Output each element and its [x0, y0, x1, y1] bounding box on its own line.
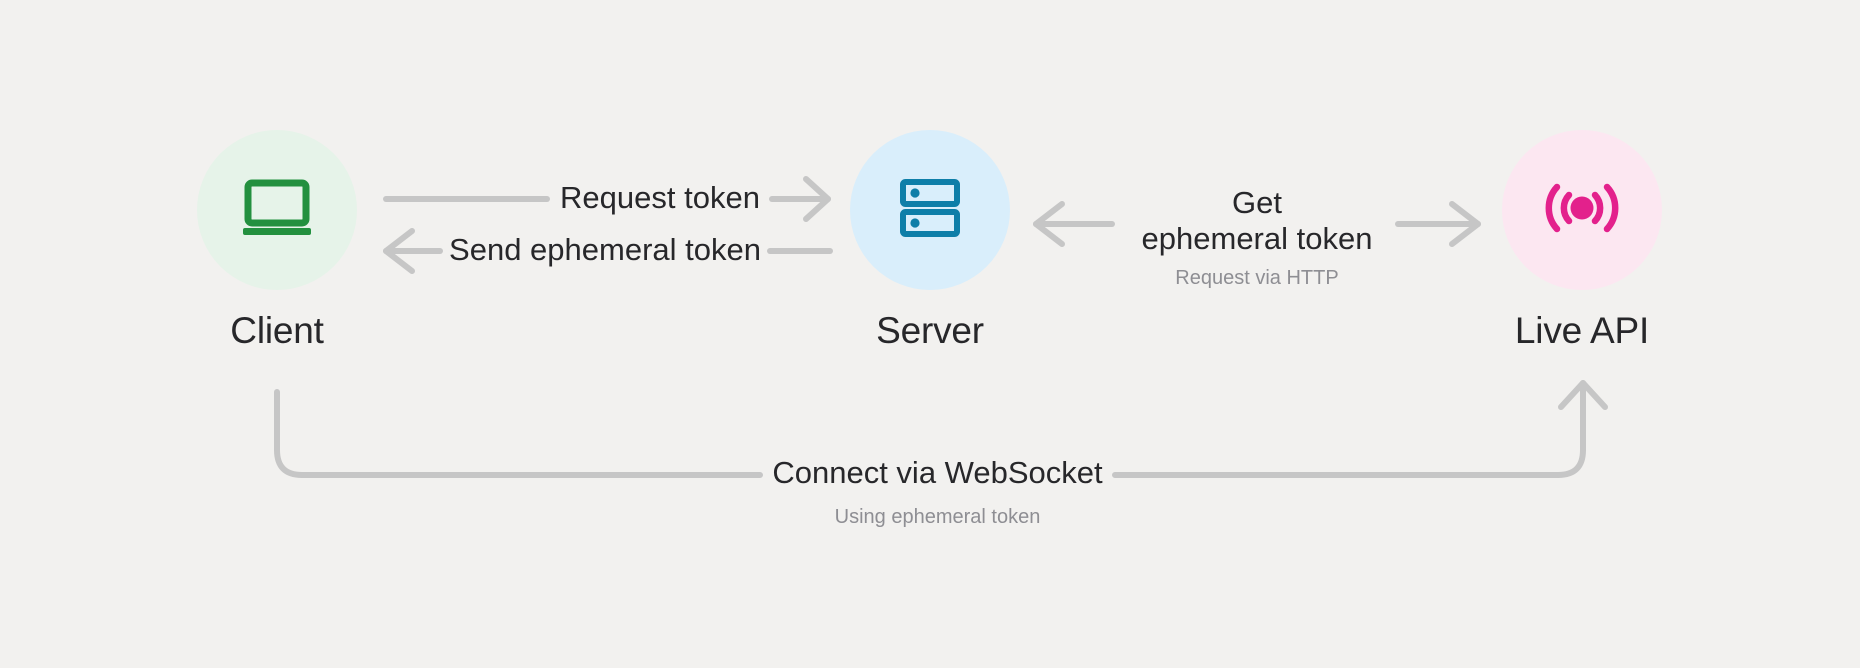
edge-label-connect-websocket-text: Connect via WebSocket — [772, 455, 1103, 490]
edge-label-connect-websocket: Connect via WebSocket Using ephemeral to… — [685, 455, 1190, 529]
broadcast-icon — [1544, 178, 1620, 243]
edge-label-send-ephemeral-token-text: Send ephemeral token — [449, 232, 761, 267]
edge-label-get-ephemeral-token-line1: Get — [1232, 185, 1282, 220]
edge-label-get-ephemeral-token: Get ephemeral token Request via HTTP — [1117, 185, 1397, 290]
arrow-get-ephemeral-token-right — [1395, 201, 1481, 247]
node-live-api: Live API — [1482, 130, 1682, 349]
edge-label-request-token-text: Request token — [560, 180, 760, 215]
edge-label-send-ephemeral-token: Send ephemeral token — [440, 232, 770, 268]
node-server: Server — [830, 130, 1030, 349]
node-live-api-label: Live API — [1514, 310, 1650, 351]
node-server-label: Server — [876, 310, 984, 351]
edge-sublabel-get-ephemeral-token: Request via HTTP — [1175, 266, 1339, 289]
node-client: Client — [177, 130, 377, 349]
server-rack-icon — [899, 177, 961, 244]
node-client-label: Client — [230, 310, 324, 351]
client-icon-circle — [197, 130, 357, 290]
edge-label-get-ephemeral-token-line2: ephemeral token — [1141, 221, 1373, 257]
edge-label-request-token: Request token — [555, 180, 765, 216]
edge-sublabel-connect-websocket: Using ephemeral token — [834, 505, 1041, 528]
server-icon-circle — [850, 130, 1010, 290]
arrow-get-ephemeral-token-left — [1033, 201, 1115, 247]
laptop-icon — [240, 178, 314, 243]
live-api-icon-circle — [1502, 130, 1662, 290]
